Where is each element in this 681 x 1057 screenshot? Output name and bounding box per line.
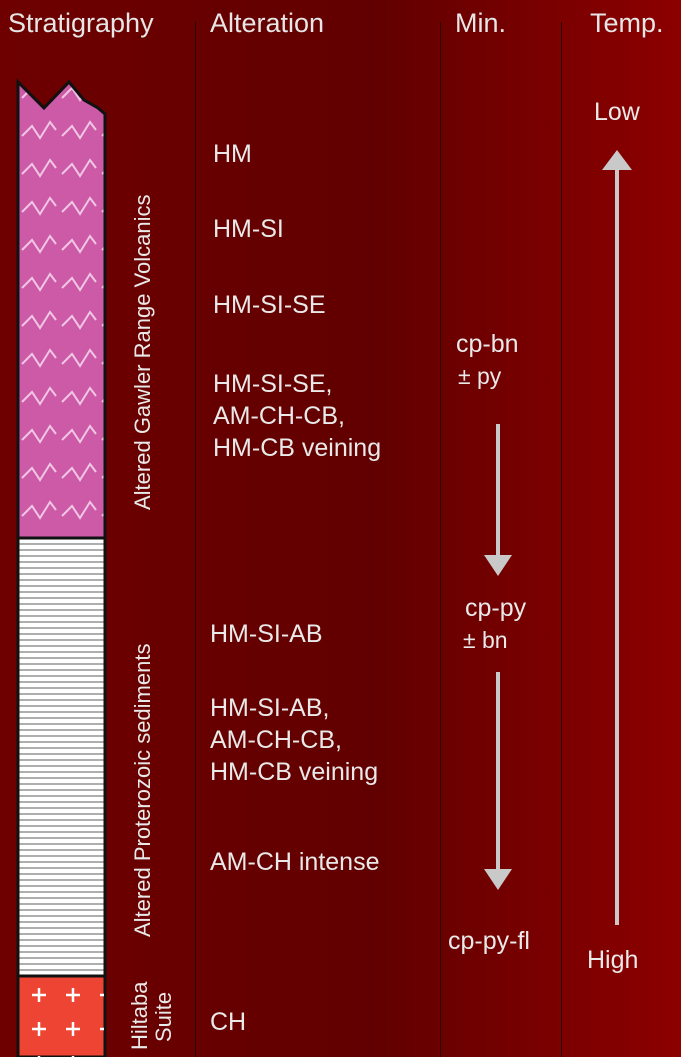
mineralization-item: cp-bn ± py xyxy=(456,328,519,392)
alteration-item: HM-SI xyxy=(213,215,284,243)
header-temperature: Temp. xyxy=(590,8,664,38)
unit-label-sediments: Altered Proterozoic sediments xyxy=(130,643,155,937)
column-divider-2 xyxy=(440,22,441,1057)
alteration-item: HM-SI-AB, AM-CH-CB, HM-CB veining xyxy=(210,692,378,788)
mineralization-line: ± bn xyxy=(463,627,508,653)
alteration-line: AM-CH-CB, xyxy=(210,726,342,754)
alteration-line: AM-CH-CB, xyxy=(213,402,345,430)
temperature-low-label: Low xyxy=(594,98,640,126)
header-alteration: Alteration xyxy=(210,8,325,38)
mineralization-line: ± py xyxy=(458,363,502,389)
mineral-arrow-1 xyxy=(484,424,512,576)
mineralization-line: cp-bn xyxy=(456,330,519,358)
unit-label-hiltaba-line2: Suite xyxy=(151,991,176,1042)
unit-volcanics xyxy=(16,78,107,538)
alteration-item: CH xyxy=(210,1008,247,1036)
unit-hiltaba xyxy=(16,974,107,1057)
header-stratigraphy: Stratigraphy xyxy=(8,8,154,38)
mineral-arrow-2 xyxy=(484,672,512,890)
alteration-item: AM-CH intense xyxy=(210,848,380,876)
column-divider-3 xyxy=(561,22,562,1057)
unit-sediments xyxy=(16,536,107,978)
header-mineralization: Min. xyxy=(455,8,507,38)
unit-label-hiltaba-line1: Hiltaba xyxy=(127,981,152,1050)
alteration-item: HM-SI-SE xyxy=(213,291,326,319)
alteration-line: HM-SI-SE, xyxy=(213,370,333,398)
alteration-item: HM-SI-SE, AM-CH-CB, HM-CB veining xyxy=(213,368,381,464)
column-divider-1 xyxy=(195,22,196,1057)
alteration-line: HM-CB veining xyxy=(213,434,382,462)
mineralization-item: cp-py-fl xyxy=(448,927,530,955)
alteration-item: HM-SI-AB xyxy=(210,620,323,648)
mineralization-item: cp-py ± bn xyxy=(463,592,527,656)
unit-label-volcanics: Altered Gawler Range Volcanics xyxy=(130,194,155,511)
unit-label-hiltaba: Hiltaba Suite xyxy=(127,981,176,1050)
temperature-high-label: High xyxy=(587,946,639,974)
alteration-line: HM-CB veining xyxy=(210,758,379,786)
temperature-arrow xyxy=(602,150,632,925)
alteration-line: HM-SI-AB, xyxy=(210,694,330,722)
mineralization-line: cp-py xyxy=(465,594,527,622)
alteration-item: HM xyxy=(213,140,252,168)
